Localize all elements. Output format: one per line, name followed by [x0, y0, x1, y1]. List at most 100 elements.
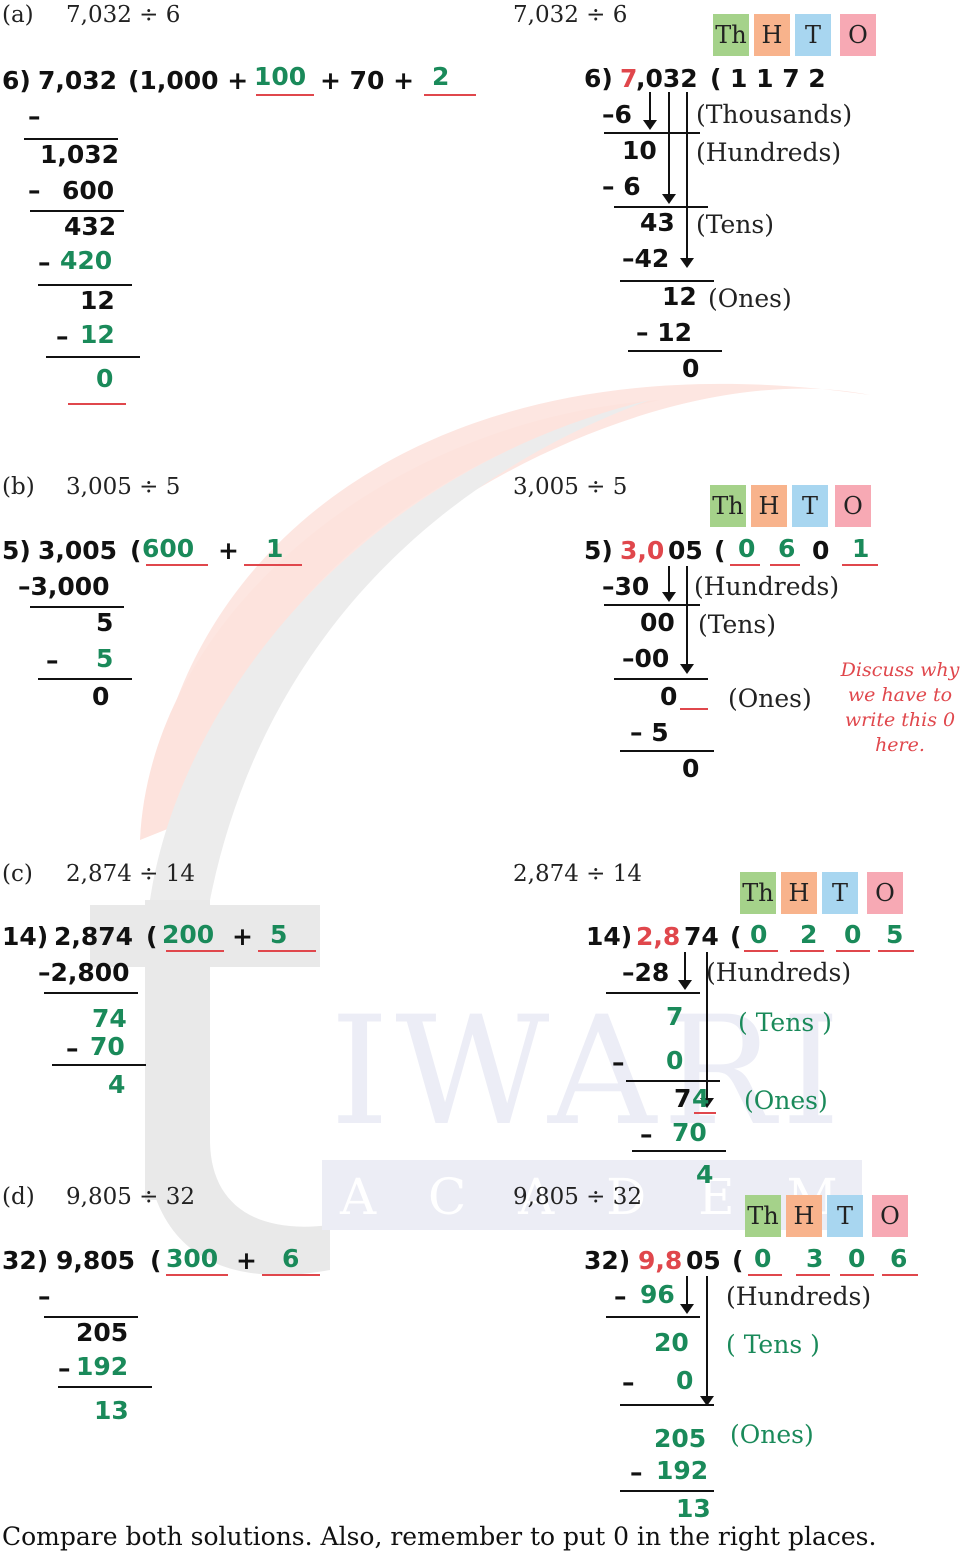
quotient-part: 100 — [254, 62, 307, 91]
dividend-rest: ,032 — [636, 64, 698, 93]
subtrahend: –6 — [602, 100, 632, 129]
final-remainder: 13 — [94, 1396, 129, 1425]
place-chip-thousands: Th — [745, 1195, 781, 1237]
dividend-rest: 74 — [684, 922, 719, 951]
minus-sign: – — [56, 322, 69, 351]
remainder: 0 — [660, 682, 678, 711]
dividend-highlight: 7 — [620, 64, 638, 93]
quotient-digit: 1 — [852, 534, 870, 563]
place-chip-tens: T — [792, 485, 828, 527]
minus-sign: – — [28, 102, 41, 131]
final-remainder: 0 — [682, 754, 700, 783]
minus-sign: – — [38, 248, 51, 277]
subtrahend: 420 — [60, 246, 113, 275]
divisor: 32) — [584, 1246, 631, 1275]
place-chip-ones: O — [867, 872, 903, 914]
quotient-open: ( — [150, 1246, 162, 1275]
remainder: 12 — [662, 282, 697, 311]
place-label: (Tens) — [696, 210, 774, 239]
subtrahend: 192 — [76, 1352, 129, 1381]
dividend-highlight: 9,8 — [638, 1246, 683, 1275]
quotient-part: 600 — [142, 534, 195, 563]
final-remainder: 0 — [92, 682, 110, 711]
subtrahend: –3,000 — [18, 572, 110, 601]
dividend: 2,874 — [54, 922, 134, 951]
place-label: (Hundreds) — [694, 572, 840, 601]
quotient-digit: 0 — [848, 1244, 866, 1273]
remainder: 00 — [640, 608, 675, 637]
place-chip-thousands: Th — [740, 872, 776, 914]
watermark-word: IWARI — [330, 985, 847, 1159]
subtrahend: 70 — [90, 1032, 125, 1061]
quotient-part: 5 — [270, 920, 288, 949]
subtrahend: 0 — [666, 1046, 684, 1075]
minus-sign: – — [612, 1048, 625, 1077]
place-chip-ones: O — [840, 14, 876, 56]
dividend: 9,805 — [56, 1246, 136, 1275]
quotient-open: ( — [146, 922, 158, 951]
subtrahend: 600 — [62, 176, 115, 205]
final-remainder: 0 — [96, 364, 114, 393]
remainder: 74 — [92, 1004, 127, 1033]
remainder: 43 — [640, 208, 675, 237]
subtrahend: 70 — [672, 1118, 707, 1147]
problem-expression: 2,874 ÷ 14 — [66, 861, 196, 887]
quotient-part: 300 — [166, 1244, 219, 1273]
subtrahend: –2,800 — [38, 958, 130, 987]
final-remainder: 4 — [108, 1070, 126, 1099]
remainder: 10 — [622, 136, 657, 165]
problem-expression: 7,032 ÷ 6 — [513, 2, 628, 28]
place-chip-tens: T — [795, 14, 831, 56]
place-chip-ones: O — [872, 1195, 908, 1237]
minus-sign: – — [640, 1120, 653, 1149]
subtrahend: 192 — [656, 1456, 709, 1485]
final-remainder: 13 — [676, 1494, 711, 1523]
dividend-rest: 05 — [686, 1246, 721, 1275]
problem-letter: (c) — [2, 861, 33, 887]
quotient-digit: 3 — [806, 1244, 824, 1273]
place-chip-ones: O — [835, 485, 871, 527]
divisor: 6) — [2, 66, 31, 95]
place-chip-hundreds: H — [786, 1195, 822, 1237]
place-label: ( Tens ) — [726, 1330, 820, 1359]
quotient-digit: 0 — [738, 534, 756, 563]
remainder-brought-down: 4 — [692, 1084, 710, 1113]
watermark-sub: A C A D E M Y — [340, 1168, 941, 1226]
remainder: 12 — [80, 286, 115, 315]
quotient-digit: 0 — [750, 920, 768, 949]
quotient-digit: 0 — [844, 920, 862, 949]
place-label: (Hundreds) — [726, 1282, 872, 1311]
quotient-open: ( — [710, 64, 722, 93]
quotient-part: 6 — [282, 1244, 300, 1273]
subtrahend: – 5 — [630, 718, 669, 747]
minus-sign: – — [46, 646, 59, 675]
quotient-part: 200 — [162, 920, 215, 949]
subtrahend: –42 — [622, 244, 670, 273]
remainder: 205 — [654, 1424, 707, 1453]
minus-sign: – — [58, 1354, 71, 1383]
quotient-part: 2 — [432, 62, 450, 91]
quotient-open: ( — [714, 536, 726, 565]
subtrahend: 5 — [96, 644, 114, 673]
quotient-digit: 5 — [886, 920, 904, 949]
place-label: ( Tens ) — [738, 1008, 832, 1037]
footer-instruction: Compare both solutions. Also, remember t… — [2, 1522, 877, 1551]
subtrahend: – 12 — [636, 318, 692, 347]
divisor: 32) — [2, 1246, 49, 1275]
remainder: 7 — [674, 1084, 692, 1113]
minus-sign: – — [622, 1368, 635, 1397]
subtrahend: –28 — [622, 958, 670, 987]
minus-sign: – — [630, 1458, 643, 1487]
place-label: (Hundreds) — [706, 958, 852, 987]
divisor: 14) — [2, 922, 49, 951]
quotient-open: ( — [130, 536, 142, 565]
place-label: (Ones) — [744, 1086, 828, 1115]
remainder: 1,032 — [40, 140, 120, 169]
minus-sign: – — [614, 1282, 627, 1311]
place-chip-thousands: Th — [710, 485, 746, 527]
place-chip-tens: T — [827, 1195, 863, 1237]
place-label: (Ones) — [728, 684, 812, 713]
quotient-text: + — [232, 922, 253, 951]
